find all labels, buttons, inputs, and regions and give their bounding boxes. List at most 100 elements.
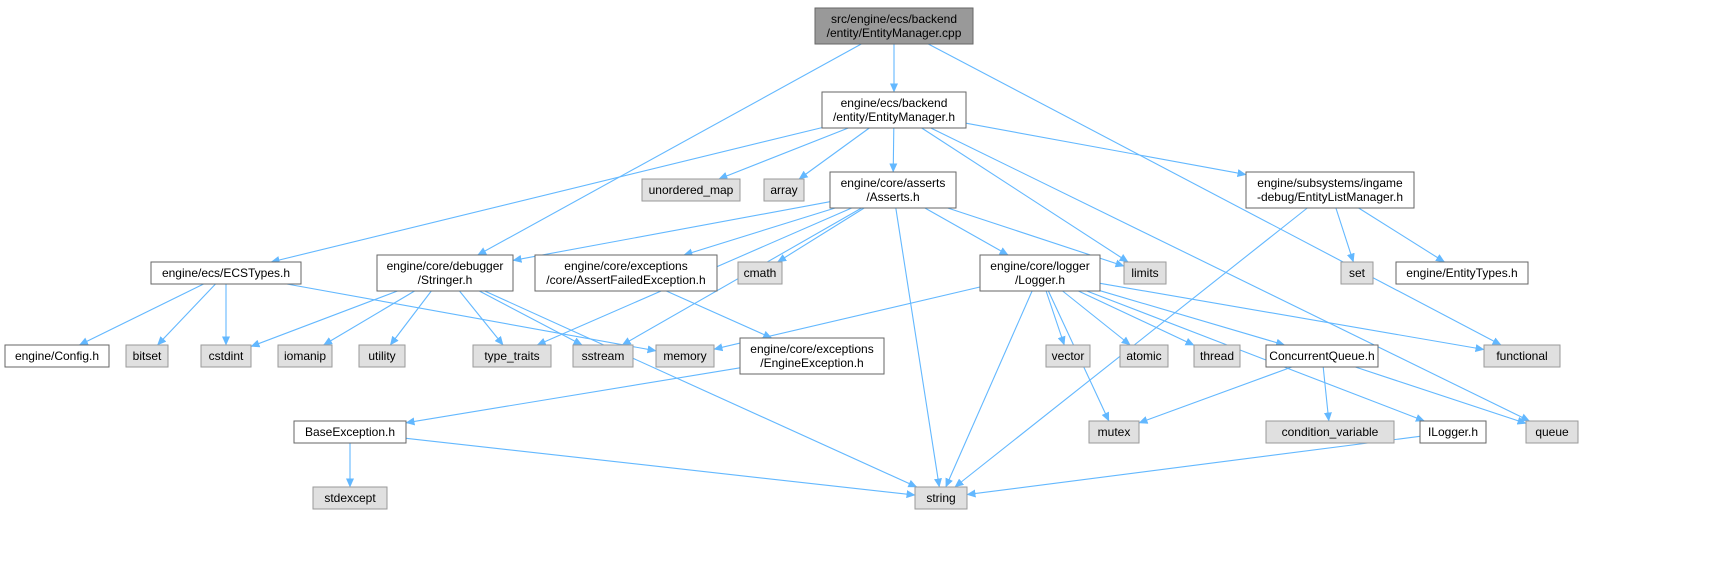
edge-assert_failed_exception_h-to-engine_exception_h: [666, 290, 773, 339]
node-memory: memory: [655, 344, 715, 368]
edge-concurrent_queue_h-to-queue: [1355, 366, 1527, 425]
node-label: engine/core/debugger: [387, 259, 504, 273]
node-box: [358, 344, 406, 368]
node-box: [200, 344, 252, 368]
node-label: engine/core/exceptions: [564, 259, 687, 273]
edge-logger_h-to-concurrent_queue_h: [1099, 290, 1286, 347]
node-label: engine/subsystems/ingame: [1257, 176, 1403, 190]
node-entity-manager-h[interactable]: engine/ecs/backend/entity/EntityManager.…: [821, 91, 967, 129]
node-vector: vector: [1045, 344, 1091, 368]
edge-entity_manager_h-to-limits: [921, 127, 1129, 263]
node-asserts-h[interactable]: engine/core/asserts/Asserts.h: [829, 171, 957, 209]
node-box: [829, 171, 957, 209]
node-label: set: [1349, 266, 1366, 280]
node-box: [1265, 344, 1379, 368]
node-logger-h[interactable]: engine/core/logger/Logger.h: [979, 254, 1101, 292]
node-box: [1245, 171, 1415, 209]
node-label: engine/ecs/ECSTypes.h: [162, 266, 290, 280]
node-box: [572, 344, 634, 368]
node-cstdint: cstdint: [200, 344, 252, 368]
node-label: ILogger.h: [1428, 425, 1478, 439]
node-box: [739, 337, 885, 375]
node-assert-failed-exception-h[interactable]: engine/core/exceptions/core/AssertFailed…: [534, 254, 718, 292]
node-box: [979, 254, 1101, 292]
node-label: utility: [368, 349, 395, 363]
node-box: [312, 486, 388, 510]
node-engine-exception-h[interactable]: engine/core/exceptions/EngineException.h: [739, 337, 885, 375]
node-stdexcept: stdexcept: [312, 486, 388, 510]
node-ilogger-h[interactable]: ILogger.h: [1419, 420, 1487, 444]
node-iomanip: iomanip: [277, 344, 333, 368]
node-base-exception-h[interactable]: BaseException.h: [293, 420, 407, 444]
node-label: engine/Config.h: [15, 349, 99, 363]
edge-base_exception_h-to-string: [405, 437, 916, 499]
node-label: atomic: [1126, 349, 1161, 363]
node-unordered-map: unordered_map: [641, 178, 741, 202]
node-box: [814, 7, 974, 45]
node-entity-list-manager-h[interactable]: engine/subsystems/ingame-debug/EntityLis…: [1245, 171, 1415, 209]
node-label: thread: [1200, 349, 1234, 363]
node-box: [293, 420, 407, 444]
node-label: array: [770, 183, 797, 197]
edge-ecs_types_h-to-bitset: [157, 283, 216, 346]
node-concurrent-queue-h[interactable]: ConcurrentQueue.h: [1265, 344, 1379, 368]
node-config-h[interactable]: engine/Config.h: [4, 344, 110, 368]
node-utility: utility: [358, 344, 406, 368]
node-label: bitset: [133, 349, 162, 363]
node-type-traits: type_traits: [472, 344, 552, 368]
node-stringer-h[interactable]: engine/core/debugger/Stringer.h: [376, 254, 514, 292]
edge-asserts_h-to-stringer_h: [512, 201, 831, 263]
node-sstream: sstream: [572, 344, 634, 368]
node-label: memory: [663, 349, 706, 363]
node-entity-types-h[interactable]: engine/EntityTypes.h: [1395, 261, 1529, 285]
node-label: engine/core/asserts: [841, 176, 946, 190]
node-label: limits: [1131, 266, 1158, 280]
node-label: /Stringer.h: [418, 273, 473, 287]
node-box: [277, 344, 333, 368]
node-box: [1483, 344, 1561, 368]
edge-entity_manager_h-to-entity_list_manager_h: [965, 122, 1247, 177]
node-label: string: [926, 491, 955, 505]
node-label: cmath: [744, 266, 777, 280]
node-label: -debug/EntityListManager.h: [1257, 190, 1403, 204]
node-box: [1119, 344, 1169, 368]
edge-engine_exception_h-to-base_exception_h: [405, 367, 741, 426]
node-box: [1045, 344, 1091, 368]
node-box: [763, 178, 805, 202]
node-label: BaseException.h: [305, 425, 395, 439]
node-box: [1525, 420, 1579, 444]
node-label: functional: [1496, 349, 1547, 363]
node-ecs-types-h[interactable]: engine/ecs/ECSTypes.h: [150, 261, 302, 285]
edge-stringer_h-to-type_traits: [459, 290, 504, 346]
node-set: set: [1340, 261, 1374, 285]
node-label: unordered_map: [649, 183, 734, 197]
node-limits: limits: [1123, 261, 1167, 285]
node-string: string: [914, 486, 968, 510]
node-label: /core/AssertFailedException.h: [546, 273, 705, 287]
node-bitset: bitset: [125, 344, 169, 368]
edge-entity_list_manager_h-to-set: [1335, 207, 1355, 263]
node-label: mutex: [1098, 425, 1131, 439]
node-functional: functional: [1483, 344, 1561, 368]
edge-entity_manager_h-to-queue: [930, 127, 1530, 422]
edge-logger_h-to-atomic: [1062, 290, 1131, 346]
node-box: [1419, 420, 1487, 444]
edge-entity_manager_h-to-array: [798, 127, 870, 180]
node-box: [1193, 344, 1241, 368]
node-label: src/engine/ecs/backend: [831, 12, 957, 26]
node-box: [1088, 420, 1140, 444]
node-box: [376, 254, 514, 292]
node-label: queue: [1535, 425, 1569, 439]
node-cmath: cmath: [737, 261, 783, 285]
node-root[interactable]: src/engine/ecs/backend/entity/EntityMana…: [814, 7, 974, 45]
edge-stringer_h-to-iomanip: [323, 290, 415, 346]
node-condition-variable: condition_variable: [1265, 420, 1395, 444]
node-label: condition_variable: [1282, 425, 1379, 439]
node-label: /Logger.h: [1015, 273, 1065, 287]
edge-logger_h-to-functional: [1099, 282, 1485, 352]
node-label: engine/core/logger: [990, 259, 1089, 273]
edge-concurrent_queue_h-to-mutex: [1138, 366, 1293, 424]
node-label: iomanip: [284, 349, 326, 363]
node-box: [150, 261, 302, 285]
node-box: [1265, 420, 1395, 444]
